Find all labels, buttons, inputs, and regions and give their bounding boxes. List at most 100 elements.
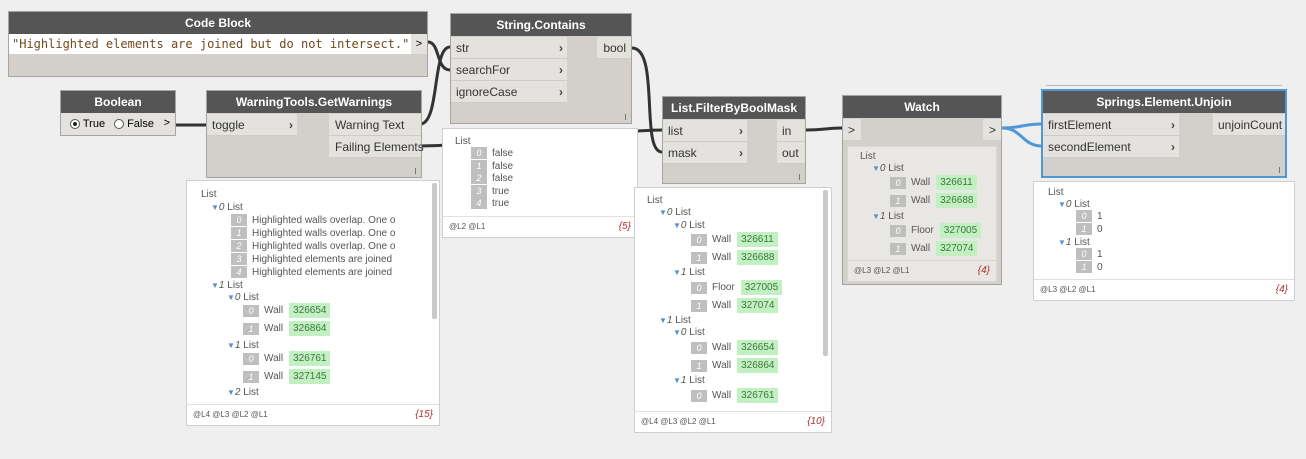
input-port-toggle[interactable]: toggle › [207, 114, 297, 136]
filter-by-bool-mask-node[interactable]: List.FilterByBoolMask list › mask › in o… [662, 96, 806, 184]
wire-codeblock-to-searchfor[interactable] [427, 40, 451, 72]
list-levels[interactable]: @L2 @L1 [449, 222, 486, 231]
list-item: ▼1 List [1058, 237, 1090, 248]
chevron-right-icon: › [559, 41, 563, 55]
output-port-in[interactable]: in [777, 120, 805, 142]
unjoin-node[interactable]: Springs.Element.Unjoin firstElement › se… [1041, 89, 1287, 178]
list-levels[interactable]: @L3 @L2 @L1 [1040, 285, 1096, 294]
output-port-out[interactable]: out [777, 142, 805, 164]
input-port-firstelement[interactable]: firstElement › [1043, 114, 1179, 136]
scrollbar[interactable] [432, 183, 437, 319]
item-count: {4} [1275, 284, 1288, 295]
element-id: 326654 [737, 340, 779, 355]
preview-footer: @L4 @L3 @L2 @L1 {10} [635, 411, 831, 432]
list-levels[interactable]: @L4 @L3 @L2 @L1 [641, 417, 716, 426]
output-port[interactable]: > [411, 34, 427, 54]
false-radio[interactable]: False [114, 118, 154, 130]
true-radio[interactable]: True [70, 118, 105, 130]
output-port-warning-text[interactable]: Warning Text [329, 114, 421, 136]
port-label: secondElement [1048, 140, 1131, 154]
list-levels[interactable]: @L4 @L3 @L2 @L1 [193, 410, 268, 419]
get-warnings-node[interactable]: WarningTools.GetWarnings toggle › Warnin… [206, 90, 424, 178]
element-id: 326611 [737, 232, 778, 247]
element-id: 327074 [737, 298, 779, 313]
element-id: 326688 [737, 250, 779, 265]
list-item: ▼0 List [872, 163, 904, 174]
output-port-bool[interactable]: bool [597, 37, 631, 59]
output-port-failing-elements[interactable]: Failing Elements [329, 136, 424, 158]
node-title: WarningTools.GetWarnings [207, 91, 421, 113]
element-id: 326688 [936, 193, 978, 208]
list-item: ▼1 List [659, 315, 691, 326]
input-port-mask[interactable]: mask › [663, 142, 747, 164]
port-label: str [456, 41, 470, 55]
input-port-secondelement[interactable]: secondElement › [1043, 136, 1179, 158]
expand-icon: ▼ [227, 341, 235, 350]
chevron-right-icon: › [739, 146, 743, 160]
wire-warningtext-to-str[interactable] [419, 45, 451, 126]
element-id: 326761 [289, 351, 331, 366]
scrollbar[interactable] [823, 190, 828, 356]
expand-icon: ▼ [673, 376, 681, 385]
element-id: 326864 [289, 321, 331, 336]
boolean-node[interactable]: Boolean True False > [60, 90, 176, 136]
expand-icon: ▼ [659, 316, 667, 325]
resize-grip[interactable] [415, 168, 416, 174]
resize-grip[interactable] [625, 114, 626, 120]
list-item: ▼1 List [673, 267, 705, 278]
item-count: {4} [977, 265, 990, 276]
input-port-list[interactable]: list › [663, 120, 747, 142]
element-id: 327074 [936, 241, 978, 256]
resize-grip[interactable] [1279, 167, 1280, 173]
input-port-ignorecase[interactable]: ignoreCase › [451, 81, 567, 103]
wire-watch-to-second[interactable] [1001, 126, 1043, 148]
list-root: List [860, 151, 876, 162]
wire-in-to-watch[interactable] [805, 126, 843, 132]
expand-icon: ▼ [872, 164, 880, 173]
code-block-node[interactable]: Code Block "Highlighted elements are joi… [8, 11, 428, 77]
list-item: ▼1 List [227, 340, 259, 351]
output-port[interactable]: > [983, 119, 1001, 141]
list-item: ▼0 List [227, 292, 259, 303]
list-levels[interactable]: @L3 @L2 @L1 [854, 266, 910, 275]
output-port-unjoincount[interactable]: unjoinCount [1213, 114, 1285, 136]
input-port[interactable]: > [843, 119, 861, 141]
list-root: List [455, 136, 471, 147]
wire-bool-to-mask[interactable] [631, 46, 663, 154]
chevron-right-icon: › [289, 118, 293, 132]
chevron-right-icon: › [559, 85, 563, 99]
output-port[interactable]: > [163, 117, 170, 129]
element-id: 326761 [737, 388, 779, 403]
item-count: {5} [618, 221, 631, 232]
code-editor[interactable]: "Highlighted elements are joined but do … [9, 34, 417, 54]
list-item: ▼1 List [211, 280, 243, 291]
input-port-str[interactable]: str › [451, 37, 567, 59]
preview-footer: @L2 @L1 {5} [443, 216, 637, 237]
port-label: searchFor [456, 63, 511, 77]
resize-grip[interactable] [799, 174, 800, 180]
element-id: 326611 [936, 175, 977, 190]
string-contains-node[interactable]: String.Contains str › searchFor › ignore… [450, 13, 632, 124]
input-port-searchfor[interactable]: searchFor › [451, 59, 567, 81]
